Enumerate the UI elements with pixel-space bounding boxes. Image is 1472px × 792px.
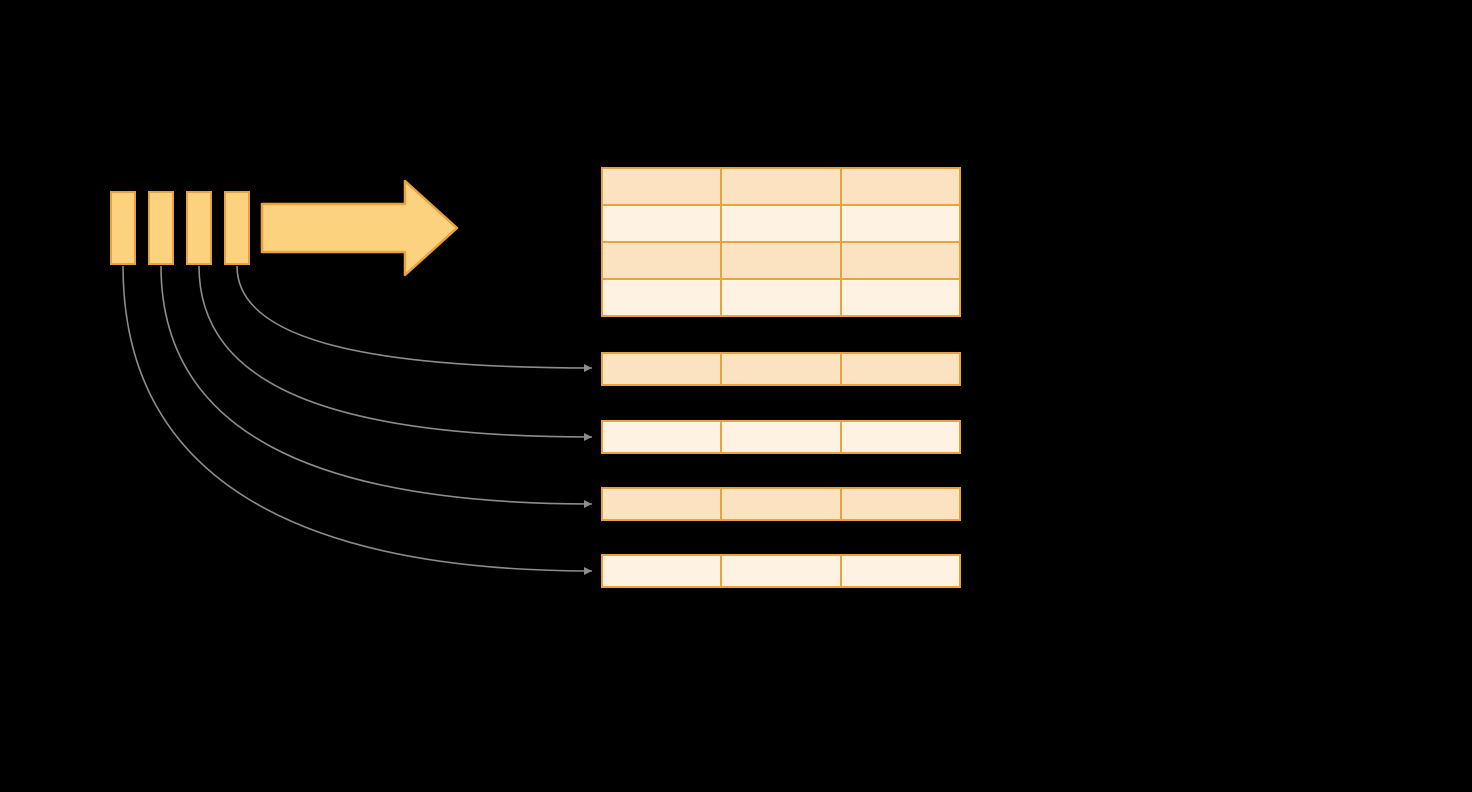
table-cell <box>603 243 721 278</box>
table-cell <box>603 489 721 519</box>
curved-connector-1 <box>122 265 593 575</box>
table-cell <box>841 556 959 586</box>
table-cell <box>603 422 721 452</box>
row-table-4 <box>601 554 961 588</box>
table-cell <box>722 489 840 519</box>
table-cell <box>841 422 959 452</box>
curved-connector-3 <box>198 265 593 441</box>
table-cell <box>603 206 721 241</box>
curved-connector-2 <box>160 265 593 508</box>
table-cell <box>722 206 840 241</box>
table-cell <box>841 489 959 519</box>
row-table-3 <box>601 487 961 521</box>
table-cell <box>722 280 840 315</box>
table-cell <box>841 243 959 278</box>
queue-bar-2 <box>148 191 174 265</box>
row-table-1 <box>601 352 961 386</box>
table-cell <box>841 354 959 384</box>
table-cell <box>603 280 721 315</box>
table-cell <box>603 354 721 384</box>
table-cell <box>722 354 840 384</box>
table-cell <box>841 206 959 241</box>
table-cell <box>841 169 959 204</box>
table-cell <box>722 556 840 586</box>
main-table <box>601 167 961 317</box>
curved-connector-4 <box>236 265 593 372</box>
row-table-2 <box>601 420 961 454</box>
table-cell <box>722 422 840 452</box>
table-cell <box>603 556 721 586</box>
table-cell <box>603 169 721 204</box>
queue-bar-4 <box>224 191 250 265</box>
flow-arrow <box>260 179 459 277</box>
table-cell <box>841 280 959 315</box>
table-cell <box>722 243 840 278</box>
queue-bar-1 <box>110 191 136 265</box>
queue-bar-3 <box>186 191 212 265</box>
table-cell <box>722 169 840 204</box>
